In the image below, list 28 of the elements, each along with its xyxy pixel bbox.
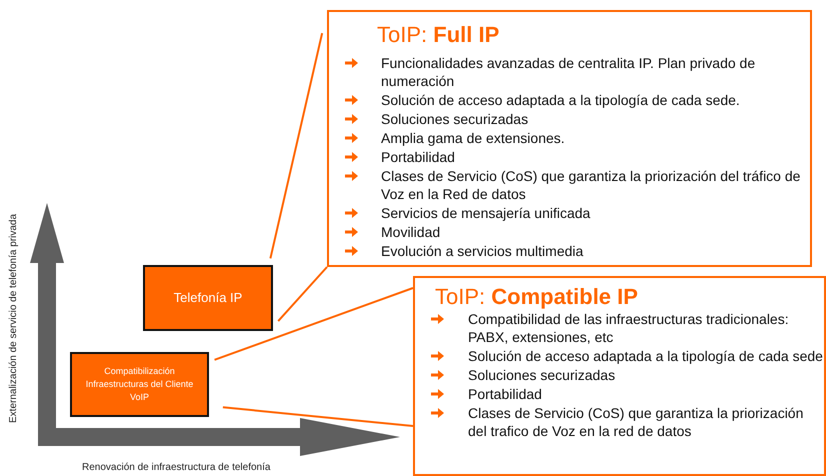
bullet-text: Soluciones securizadas xyxy=(468,366,616,384)
bullet-text: Movilidad xyxy=(381,223,442,241)
connector-line xyxy=(214,287,414,361)
bullet-text: Compatibilidad de las infraestructuras tradicionales: PABX, extensiones, etc xyxy=(468,310,790,346)
callout-heading: ToIP: Full IP xyxy=(377,22,500,48)
bullet-text: Portabilidad xyxy=(381,148,456,166)
callout-box xyxy=(327,10,812,267)
process-box xyxy=(143,265,273,331)
bullet-text: Clases de Servicio (CoS) que garantiza la priorización del tráfico de Voz en la Red de datos xyxy=(381,167,801,203)
bullet-text: Portabilidad xyxy=(468,385,543,403)
connector-line xyxy=(269,32,324,259)
bullet-text: Soluciones securizadas xyxy=(381,110,530,128)
bullet-text: Amplia gama de extensiones. xyxy=(381,129,566,147)
bullet-text: Evolución a servicios multimedia xyxy=(381,242,584,260)
box-label: Compatibilización Infraestructuras del Cliente VoIP xyxy=(84,364,194,404)
callout-box xyxy=(413,276,826,476)
box-label: Telefonía IP xyxy=(172,288,244,307)
bullet-text: Solución de acceso adaptada a la tipología de cada sede. xyxy=(381,91,741,109)
bullet-text: Solución de acceso adaptada a la tipología de cada sede xyxy=(468,347,823,365)
process-box xyxy=(70,352,209,417)
connector-line xyxy=(222,406,414,427)
bullet-text: Clases de Servicio (CoS) que garantiza la priorización del trafico de Voz en la red de datos xyxy=(468,404,804,440)
bullet-text: Servicios de mensajería unificada xyxy=(381,204,592,222)
connector-line xyxy=(277,266,328,322)
axis-label: Renovación de infraestructura de telefonía xyxy=(82,462,270,473)
axis-label: Externalización de servicio de telefonía privada xyxy=(8,214,18,422)
callout-heading: ToIP: Compatible IP xyxy=(435,284,638,310)
bullet-text: Funcionalidades avanzadas de centralita IP. Plan privado de numeración xyxy=(381,54,756,90)
